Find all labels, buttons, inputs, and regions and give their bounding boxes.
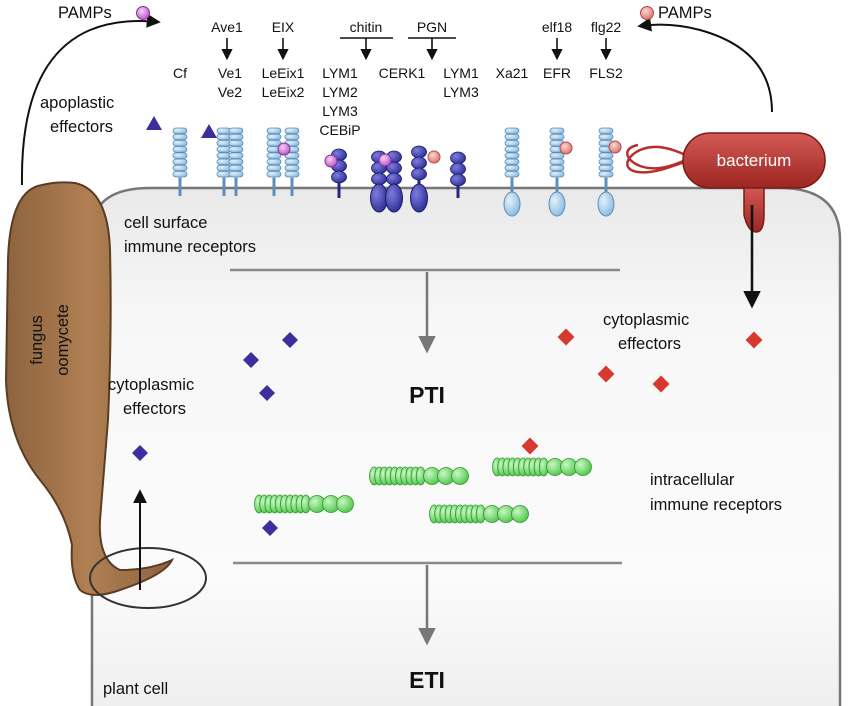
- fungal-effector-diamond: [243, 352, 259, 368]
- bacterial-effector-diamond: [557, 328, 575, 346]
- bound-pamp-dot: [324, 154, 338, 168]
- receptor-xa21: Xa21: [496, 65, 529, 81]
- intracellular-receptors-label-2: immune receptors: [650, 496, 782, 514]
- pamps-right-arrow: [637, 17, 773, 113]
- receptor-cf: Cf: [173, 65, 187, 81]
- receptor-lym2: LYM2: [322, 84, 358, 100]
- pamps-right-label: PAMPs: [658, 4, 712, 22]
- apoplastic-label-1: apoplastic: [40, 94, 114, 112]
- receptor-lym1-a: LYM1: [322, 65, 358, 81]
- receptor-cf-shape: [172, 127, 188, 196]
- cyto-effectors-left-2: effectors: [123, 400, 186, 418]
- apoplastic-label-2: effectors: [50, 118, 113, 136]
- cyto-effectors-right-2: effectors: [618, 335, 681, 353]
- surface-receptors-label-2: immune receptors: [124, 238, 256, 256]
- receptor-efr-shape: [548, 127, 566, 217]
- receptor-ve1: Ve1: [218, 65, 242, 81]
- receptor-lym3-b: LYM3: [443, 84, 479, 100]
- intracellular-receptors: [254, 457, 592, 524]
- nlr-receptor-4: [429, 504, 529, 524]
- plant-cell: [90, 186, 842, 706]
- apoplastic-effector-triangle: [201, 124, 217, 138]
- bound-pamp-dot: [277, 142, 291, 156]
- receptor-leeix2-shape: [284, 127, 300, 196]
- receptor-cerk1-shape: [410, 145, 428, 213]
- bacterial-effector-diamond: [521, 437, 539, 455]
- receptor-fls2-shape: [597, 127, 615, 217]
- bacterium-label: bacterium: [717, 151, 792, 170]
- bound-pamps: [277, 140, 622, 168]
- nlr-receptor-2: [492, 457, 592, 477]
- receptor-xa21-shape: [503, 127, 521, 217]
- ligand-ave1: Ave1: [211, 19, 243, 35]
- intracellular-receptors-label-1: intracellular: [650, 471, 735, 489]
- receptor-cebip: CEBiP: [319, 122, 360, 138]
- bound-pamp-dot: [378, 153, 392, 167]
- receptor-lym1-lym3-shape: [450, 151, 466, 198]
- oomycete-label: oomycete: [54, 304, 72, 376]
- bacterial-effector-diamond: [745, 331, 763, 349]
- pamp-right-dot: [640, 6, 654, 20]
- ligand-chitin: chitin: [350, 19, 383, 35]
- pti-label: PTI: [409, 382, 445, 408]
- bacterium-cell: [626, 132, 826, 233]
- effectors: [132, 328, 763, 536]
- bacterial-effector-diamond: [597, 365, 615, 383]
- haustorium-membrane: [89, 547, 207, 609]
- receptor-ve2-shape: [228, 127, 244, 196]
- apoplastic-effector-triangle: [146, 116, 162, 130]
- fungal-effector-diamond: [259, 385, 275, 401]
- receptor-ve1-shape: [216, 127, 232, 196]
- receptor-leeix2: LeEix2: [262, 84, 305, 100]
- nlr-receptor-3: [254, 494, 354, 514]
- nlr-receptor-1: [369, 466, 469, 486]
- receptor-leeix1-shape: [266, 127, 282, 196]
- bound-pamp-dot: [608, 140, 622, 154]
- surface-receptors-label-1: cell surface: [124, 214, 207, 232]
- pamps-left-arrow: [20, 13, 161, 186]
- receptor-lym1-b: LYM1: [443, 65, 479, 81]
- pamp-left-dot: [136, 6, 150, 20]
- ligand-elf18: elf18: [542, 19, 573, 35]
- ligand-pgn: PGN: [417, 19, 447, 35]
- ligand-eix: EIX: [272, 19, 295, 35]
- fungus-label: fungus: [28, 315, 46, 365]
- bound-pamp-dot: [559, 141, 573, 155]
- ligand-flg22: flg22: [591, 19, 622, 35]
- bound-pamp-dot: [427, 150, 441, 164]
- receptor-cerk1: CERK1: [379, 65, 426, 81]
- cyto-effectors-right-1: cytoplasmic: [603, 311, 689, 329]
- eti-label: ETI: [409, 667, 445, 693]
- plant-cell-label: plant cell: [103, 680, 168, 698]
- receptor-lym3-a: LYM3: [322, 103, 358, 119]
- cyto-effectors-left-1: cytoplasmic: [108, 376, 194, 394]
- fungal-effector-diamond: [282, 332, 298, 348]
- fungal-effector-diamond: [262, 520, 278, 536]
- fungal-effector-diamond: [132, 445, 148, 461]
- receptor-ve2: Ve2: [218, 84, 242, 100]
- fungus-oomycete: [4, 181, 175, 596]
- receptor-efr: EFR: [543, 65, 571, 81]
- bacterial-effector-diamond: [652, 375, 670, 393]
- pamps-left-label: PAMPs: [58, 4, 112, 22]
- receptor-leeix1: LeEix1: [262, 65, 305, 81]
- receptor-fls2: FLS2: [589, 65, 623, 81]
